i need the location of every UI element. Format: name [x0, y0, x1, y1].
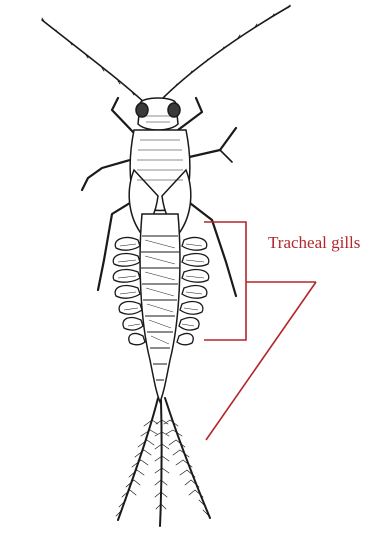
- left-middle-leg: [82, 160, 130, 190]
- middle-cercus: [160, 400, 162, 526]
- right-antenna: [158, 6, 290, 103]
- tracheal-gills-label: Tracheal gills: [268, 233, 360, 253]
- left-eye: [136, 103, 148, 117]
- right-front-leg: [178, 98, 202, 130]
- right-middle-leg: [185, 128, 236, 158]
- body: [129, 98, 191, 402]
- right-gills: [177, 238, 209, 345]
- cerci: [116, 398, 210, 526]
- gill-bracket: [204, 222, 246, 340]
- gill-annotation-lines: [204, 222, 316, 440]
- antennae: [42, 5, 290, 104]
- leader-line-to-tail: [206, 282, 316, 440]
- right-cercus: [165, 398, 210, 518]
- right-eye: [168, 103, 180, 117]
- left-front-leg: [112, 98, 133, 132]
